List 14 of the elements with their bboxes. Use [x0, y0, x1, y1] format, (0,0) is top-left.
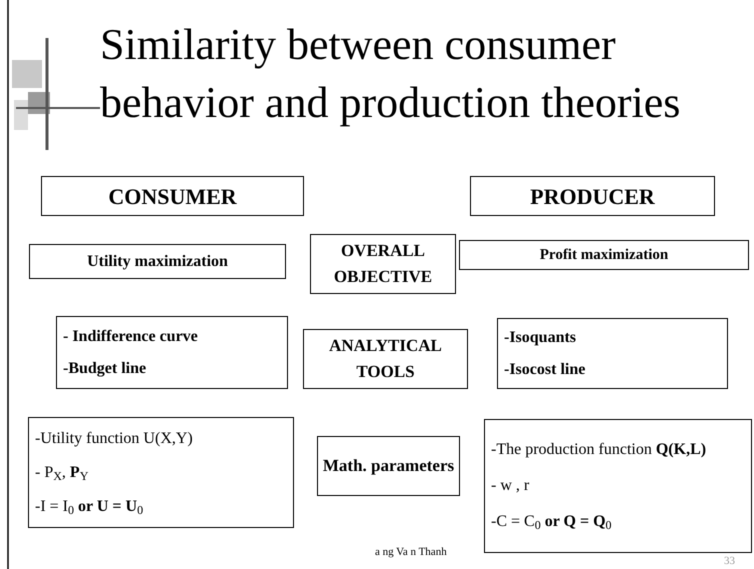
text-box: -Isoquants -Isocost line — [497, 318, 728, 389]
text-box: OVERALL OBJECTIVE — [310, 234, 456, 294]
page-number: 33 — [724, 555, 735, 567]
text-box: -Utility function U(X,Y) - P$_{X}$, P$_{Y}$ -I = I$_{0}$ or U = U$_{0}$ — [28, 417, 294, 528]
slide-title: Similarity between consumer behavior and production theories — [100, 19, 682, 129]
text-box: Utility maximization — [29, 244, 286, 279]
text-box: CONSUMER — [41, 176, 304, 216]
text-box: Math. parameters — [317, 436, 460, 496]
text-box: - Indifference curve -Budget line — [56, 316, 288, 389]
text-box: ANALYTICAL TOOLS — [303, 329, 468, 389]
text-box: Profit maximization — [459, 240, 749, 270]
text-box: PRODUCER — [470, 176, 715, 216]
footer-text: a ng Va n Thanh — [375, 545, 447, 560]
text-box: -The production function Q(K,L) - w , r -C = C$_{0}$ or Q = Q$_{0}$ — [484, 419, 752, 553]
